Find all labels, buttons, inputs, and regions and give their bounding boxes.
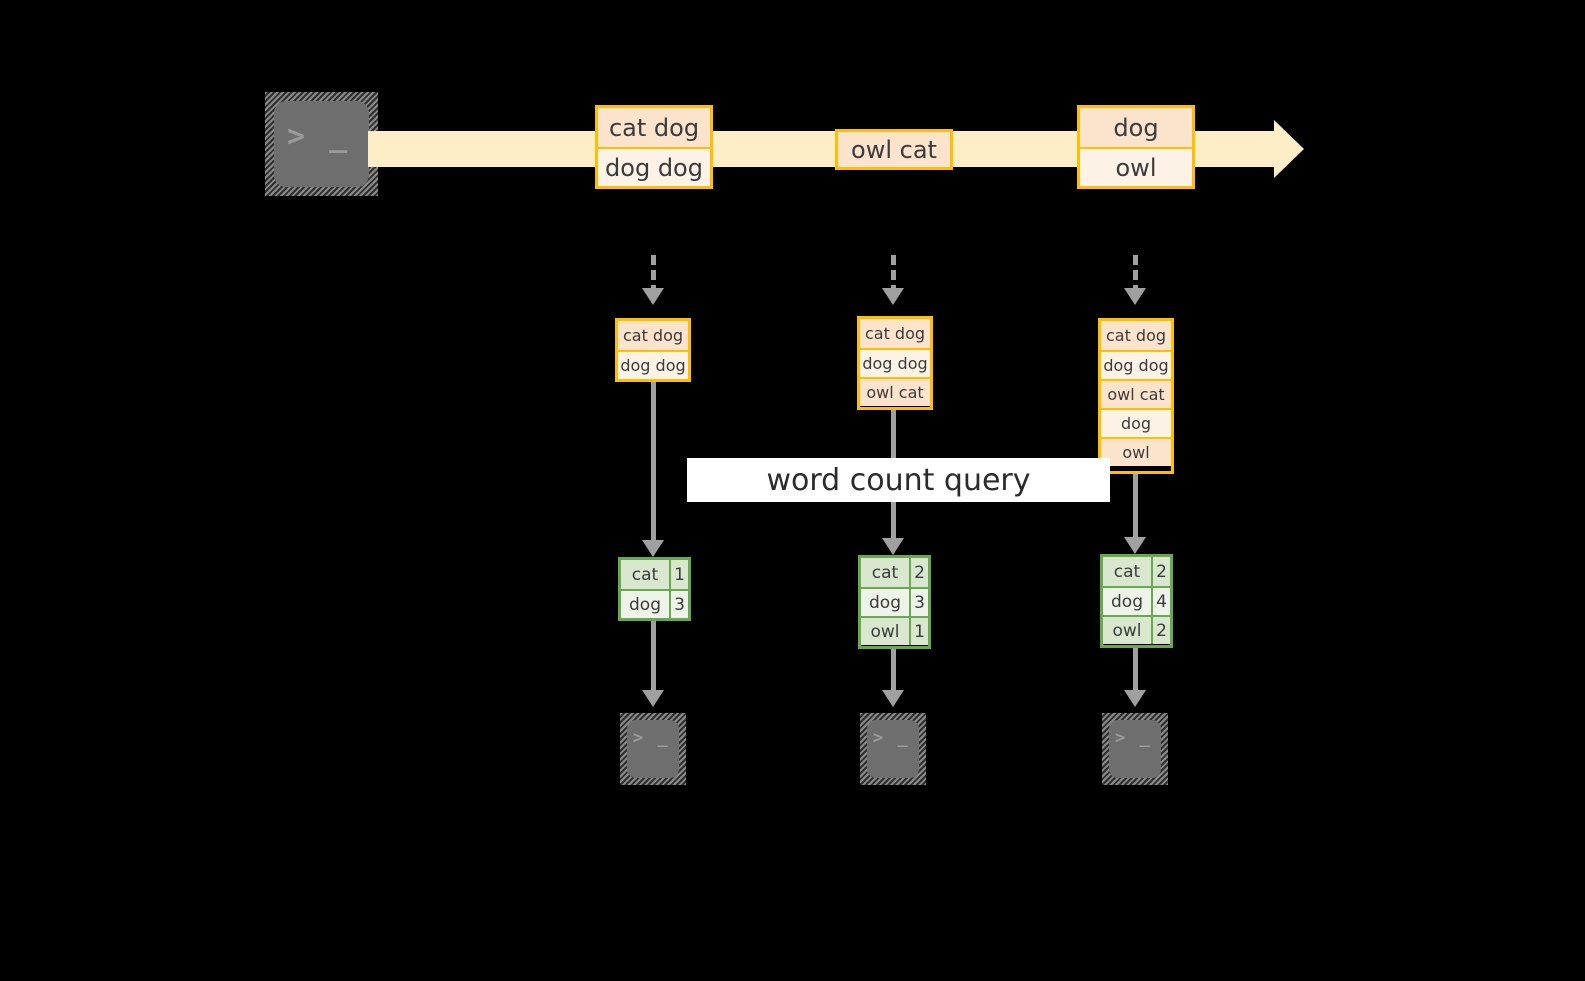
stream-batch-3[interactable]: dog owl: [1077, 105, 1195, 189]
trigger-2-sink-terminal-icon[interactable]: > _: [860, 713, 926, 785]
table-row: owl 1: [861, 616, 928, 645]
trigger-3-dashed-arrow-head: [1124, 288, 1146, 305]
trigger-1-input-row: dog dog: [618, 350, 688, 379]
trigger-2-input-row: dog dog: [860, 348, 930, 377]
trigger-3-sink-connector-head: [1124, 690, 1146, 707]
table-row: cat 2: [861, 558, 928, 587]
terminal-prompt-glyph: > _: [873, 728, 910, 748]
trigger-1-result-connector-head: [642, 540, 664, 557]
trigger-2-input-row: owl cat: [860, 377, 930, 406]
trigger-1-sink-connector-head: [642, 690, 664, 707]
trigger-3-sink-connector-line: [1133, 648, 1138, 693]
trigger-1-dashed-arrow-line: [651, 255, 656, 295]
trigger-1-result-count: 3: [669, 591, 688, 618]
trigger-3-input-row: cat dog: [1101, 321, 1171, 350]
table-row: cat 2: [1103, 557, 1170, 586]
trigger-2-result-table[interactable]: cat 2 dog 3 owl 1: [858, 555, 931, 649]
trigger-2-result-count: 1: [909, 618, 928, 645]
stream-arrow-head: [1274, 120, 1304, 178]
stream-batch-1-line-2: dog dog: [598, 147, 710, 186]
table-row: dog 4: [1103, 586, 1170, 615]
trigger-2-sink-connector-line: [891, 649, 896, 693]
trigger-1-dashed-arrow-head: [642, 288, 664, 305]
stream-batch-1-line-1: cat dog: [598, 108, 710, 147]
terminal-prompt-glyph: > _: [633, 728, 670, 748]
terminal-body: [1109, 720, 1161, 778]
terminal-body: [867, 720, 919, 778]
trigger-1-sink-terminal-icon[interactable]: > _: [620, 713, 686, 785]
source-terminal-icon[interactable]: > _: [265, 92, 378, 196]
trigger-3-result-count: 4: [1151, 588, 1170, 615]
trigger-1-input-row: cat dog: [618, 321, 688, 350]
terminal-prompt-glyph: > _: [287, 119, 351, 154]
trigger-3-input-row: dog dog: [1101, 350, 1171, 379]
word-count-query-banner[interactable]: word count query: [687, 458, 1110, 502]
trigger-3-input-row: owl: [1101, 437, 1171, 466]
trigger-2-input-row: cat dog: [860, 319, 930, 348]
trigger-1-result-word: dog: [621, 591, 669, 618]
trigger-2-result-count: 3: [909, 589, 928, 616]
trigger-3-result-count: 2: [1151, 557, 1170, 586]
trigger-2-result-word: dog: [861, 589, 909, 616]
terminal-prompt-glyph: > _: [1115, 728, 1152, 748]
table-row: dog 3: [621, 589, 688, 618]
trigger-3-result-word: dog: [1103, 588, 1151, 615]
stream-batch-2[interactable]: owl cat: [835, 129, 953, 170]
trigger-2-input-table[interactable]: cat dog dog dog owl cat: [857, 316, 933, 410]
trigger-3-sink-terminal-icon[interactable]: > _: [1102, 713, 1168, 785]
trigger-1-sink-connector-line: [651, 621, 656, 693]
trigger-2-dashed-arrow-line: [891, 255, 896, 295]
trigger-3-input-table[interactable]: cat dog dog dog owl cat dog owl: [1098, 318, 1174, 474]
table-row: owl 2: [1103, 615, 1170, 644]
trigger-2-sink-connector-head: [882, 690, 904, 707]
trigger-2-result-word: cat: [861, 558, 909, 587]
stream-batch-1[interactable]: cat dog dog dog: [595, 105, 713, 189]
trigger-3-input-row: dog: [1101, 408, 1171, 437]
trigger-1-result-word: cat: [621, 560, 669, 589]
trigger-2-dashed-arrow-head: [882, 288, 904, 305]
trigger-1-result-connector-line: [651, 382, 656, 547]
trigger-3-result-connector-head: [1124, 537, 1146, 554]
terminal-body: [274, 101, 369, 187]
trigger-2-result-word: owl: [861, 618, 909, 645]
trigger-2-result-connector-head: [882, 538, 904, 555]
trigger-3-result-table[interactable]: cat 2 dog 4 owl 2: [1100, 554, 1173, 648]
trigger-1-result-count: 1: [669, 560, 688, 589]
trigger-2-result-count: 2: [909, 558, 928, 587]
trigger-3-input-row: owl cat: [1101, 379, 1171, 408]
trigger-1-result-table[interactable]: cat 1 dog 3: [618, 557, 691, 621]
terminal-body: [627, 720, 679, 778]
trigger-3-dashed-arrow-line: [1133, 255, 1138, 295]
trigger-3-result-connector-line: [1133, 474, 1138, 544]
trigger-1-input-table[interactable]: cat dog dog dog: [615, 318, 691, 382]
trigger-3-result-word: owl: [1103, 617, 1151, 644]
stream-batch-2-line-1: owl cat: [838, 132, 950, 167]
table-row: dog 3: [861, 587, 928, 616]
stream-batch-3-line-1: dog: [1080, 108, 1192, 147]
table-row: cat 1: [621, 560, 688, 589]
trigger-3-result-word: cat: [1103, 557, 1151, 586]
stream-batch-3-line-2: owl: [1080, 147, 1192, 186]
trigger-3-result-count: 2: [1151, 617, 1170, 644]
